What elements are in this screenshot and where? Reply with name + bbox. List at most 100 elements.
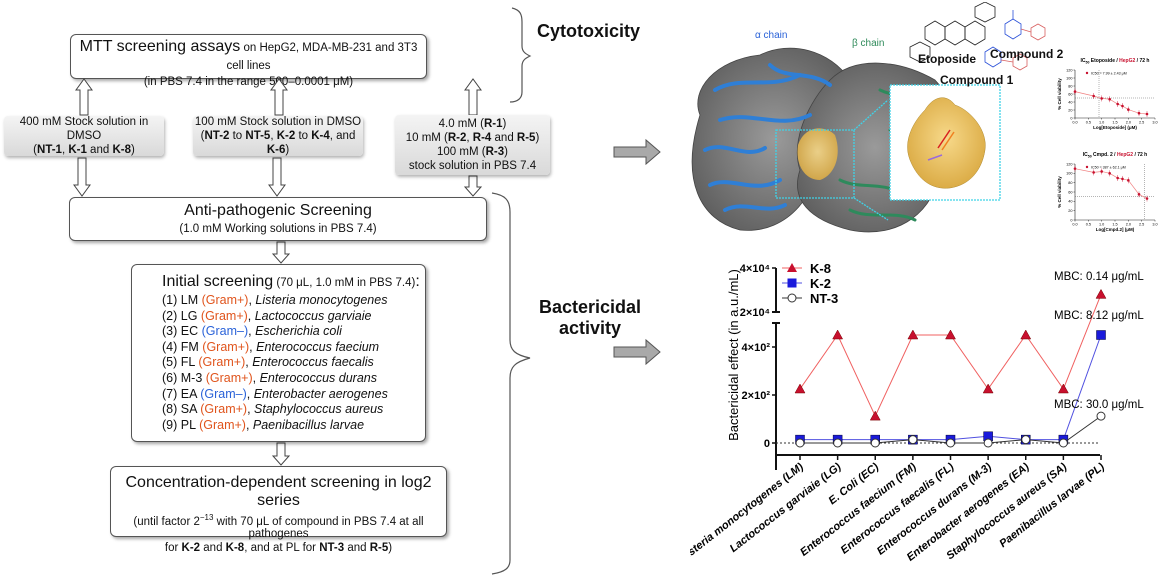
x-tick-label: 1.5 <box>1112 223 1117 227</box>
y-tick-label: 40 <box>1068 100 1072 104</box>
stock3-line4: stock solution in PBS 7.4 <box>408 160 537 172</box>
data-point <box>1145 197 1149 200</box>
ic50-title: IC50 Cmpd. 2 / HepG2 / 72 h <box>1083 152 1148 159</box>
gram-badge: (Gram–) <box>201 324 249 339</box>
fit-curve <box>1074 91 1148 115</box>
y-tick-label: 20 <box>1068 209 1072 213</box>
up-arrow-3 <box>464 78 482 116</box>
stock-solution-pbs: 4.0 mM (R-1) 10 mM (R-2, R-4 and R-5) 10… <box>395 115 550 175</box>
pathogen-item: (1) LM (Gram+), Listeria monocytogenes <box>162 293 388 307</box>
marker-nt3 <box>795 438 805 448</box>
alpha-chain-label: α chain <box>755 30 788 41</box>
data-point <box>1127 179 1130 182</box>
right-arrow-cytotoxicity <box>613 138 661 166</box>
y-tick-label: 100 <box>1066 76 1072 80</box>
marker-k2 <box>1096 330 1106 340</box>
compound1-structure <box>984 46 1002 68</box>
conc-title: Concentration-dependent screening in log… <box>125 474 432 509</box>
pathogen-item: (4) FM (Gram+), Enterococcus faecium <box>162 339 380 354</box>
x-tick-label: 3.0 <box>1152 223 1157 227</box>
y-tick-label: 4×10⁴ <box>740 263 770 275</box>
data-point <box>1108 172 1111 175</box>
gram-badge: (Gram+) <box>200 402 248 417</box>
x-tick-label: 0.0 <box>1072 223 1077 227</box>
legend-marker-k8 <box>787 263 797 272</box>
y-tick-label: 100 <box>1066 172 1072 176</box>
gram-badge: (Gram+) <box>205 370 253 385</box>
species-name: Enterococcus faecium <box>256 339 380 354</box>
stock1-line2: (NT-1, K-1 and K-8) <box>33 144 135 156</box>
species-name: Enterococcus faecalis <box>252 355 374 370</box>
x-tick-label: 0.5 <box>1086 223 1091 227</box>
pathogen-item: (9) PL (Gram+), Paenibacillus larvae <box>162 417 365 432</box>
data-point <box>1073 167 1077 170</box>
marker-k8 <box>907 329 919 340</box>
y-tick-label: 2×10⁴ <box>740 307 770 319</box>
y-tick-label: 0 <box>1070 218 1072 222</box>
compound1-label: Compound 1 <box>940 73 1014 87</box>
conc-line2: (until factor 2−13 with 70 μL of compoun… <box>133 513 424 540</box>
binding-pocket <box>797 128 838 180</box>
x-tick-label: 2.5 <box>1139 223 1144 227</box>
initial-screening-box: Initial screening (70 μL, 1.0 mM in PBS … <box>131 264 426 442</box>
data-point <box>1145 112 1149 116</box>
etoposide-structure <box>909 2 996 63</box>
species-name: Enterococcus durans <box>259 370 378 385</box>
data-point <box>1116 176 1119 180</box>
x-tick-label: 3.0 <box>1152 121 1157 125</box>
marker-k8 <box>1020 329 1032 340</box>
mtt-title: MTT screening assays <box>79 38 241 55</box>
section-cytotoxicity: Cytotoxicity <box>537 21 641 41</box>
data-point <box>1100 97 1103 100</box>
y-tick-label: 2×10² <box>742 390 771 402</box>
etoposide-label: Etoposide <box>918 52 977 66</box>
pathogen-item: (3) EC (Gram–), Escherichia coli <box>162 324 342 339</box>
pathogen-list: (1) LM (Gram+), Listeria monocytogenes(2… <box>162 293 425 433</box>
marker-nt3 <box>908 435 918 445</box>
y-tick-label: 120 <box>1066 68 1072 72</box>
x-tick-label: 1.5 <box>1112 121 1117 125</box>
legend-text: IC50 = 387 ± 62.1 μM <box>1091 165 1126 169</box>
data-point <box>1121 177 1124 181</box>
x-tick-label: 2.0 <box>1126 223 1131 227</box>
y-tick-label: 4×10² <box>742 342 771 354</box>
conc-line3: for K-2 and K-8, and at PL for NT-3 and … <box>164 541 393 554</box>
anti-title: Anti-pathogenic Screening <box>184 202 372 219</box>
gram-badge: (Gram+) <box>199 417 246 432</box>
gram-badge: (Gram+) <box>202 339 250 354</box>
data-point <box>1137 111 1141 115</box>
pathogen-item: (6) M-3 (Gram+), Enterococcus durans <box>162 370 378 385</box>
x-axis-label: Log[Etoposide] (μM) <box>1093 125 1137 130</box>
fit-curve <box>1074 168 1148 199</box>
y-tick-label: 40 <box>1068 200 1072 204</box>
up-arrow-1 <box>75 78 93 116</box>
up-arrow-2 <box>270 78 288 116</box>
y-axis-label: Bactericidal effect (in a.u./mL) <box>726 269 741 441</box>
data-point <box>1116 102 1119 106</box>
mtt-screening-box: MTT screening assays on HepG2, MDA-MB-23… <box>70 34 427 88</box>
stock3-line1: 4.0 mM (R-1) <box>438 118 507 130</box>
down-arrow-1 <box>73 157 91 197</box>
y-axis-label: % Cell viability <box>1057 176 1062 208</box>
compound2-label: Compound 2 <box>990 47 1064 61</box>
data-point <box>1121 104 1124 108</box>
legend-label: NT-3 <box>810 291 838 306</box>
beta-chain-label: β chain <box>852 38 885 49</box>
pathogen-item: (8) SA (Gram+), Staphylococcus aureus <box>162 402 384 417</box>
marker-nt3 <box>870 438 880 448</box>
species-name: Paenibacillus larvae <box>252 417 365 432</box>
y-tick-label: 120 <box>1066 162 1072 166</box>
stock3-line2: 10 mM (R-2, R-4 and R-5) <box>405 132 540 144</box>
species-name: Lactococcus garviaie <box>254 308 372 323</box>
stock3-line3: 100 mM (R-3) <box>437 146 508 158</box>
y-tick-label: 60 <box>1068 190 1072 194</box>
mbc-annotation: MBC: 8.12 μg/mL <box>1054 310 1144 322</box>
marker-nt3 <box>1021 435 1031 445</box>
pathogen-item: (2) LG (Gram+), Lactococcus garviaie <box>162 308 372 323</box>
x-tick-label: 0.5 <box>1086 121 1091 125</box>
data-point <box>1092 171 1095 174</box>
anti-subtitle: (1.0 mM Working solutions in PBS 7.4) <box>179 223 377 235</box>
ic50-etoposide-chart: IC50 Etoposide / HepG2 / 72 h02040608010… <box>1057 58 1158 130</box>
initial-title-suffix: (70 μL, 1.0 mM in PBS 7.4) <box>273 277 416 289</box>
